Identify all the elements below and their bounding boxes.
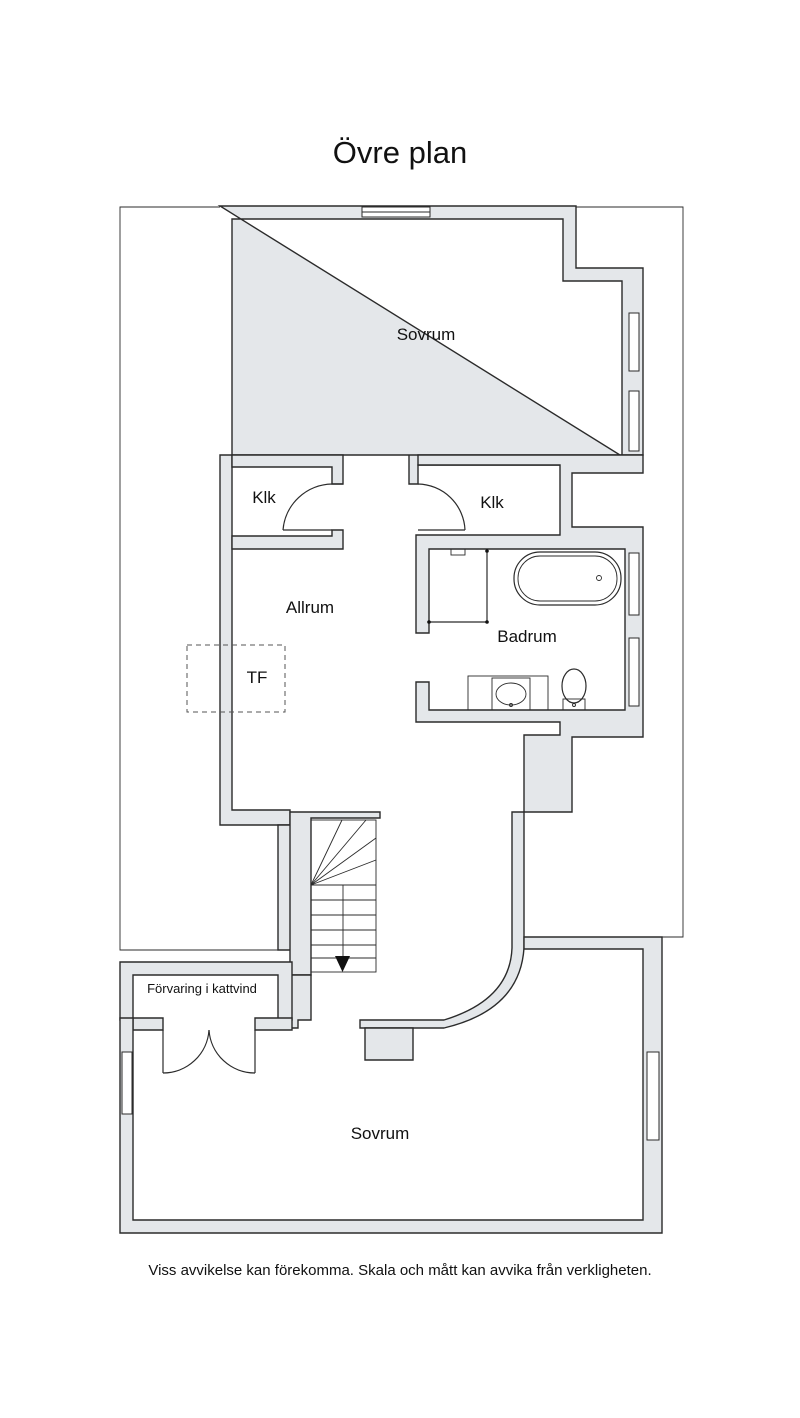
- doors: [162, 483, 466, 1074]
- room-label-tf: TF: [247, 668, 268, 687]
- stairs: [310, 819, 377, 973]
- plan-title: Övre plan: [332, 135, 468, 170]
- room-label-sovrum-bottom: Sovrum: [351, 1124, 410, 1143]
- room-label-klk-left: Klk: [252, 488, 276, 507]
- toilet-icon: [561, 668, 587, 711]
- sink-icon: [491, 677, 531, 711]
- walls: [119, 205, 663, 1234]
- bathtub-icon: [513, 551, 622, 606]
- attic-hatch-outline: [186, 644, 286, 713]
- room-label-allrum: Allrum: [286, 598, 334, 617]
- stair-arrow-icon: [335, 956, 350, 972]
- room-label-klk-right: Klk: [480, 493, 504, 512]
- disclaimer-text: Viss avvikelse kan förekomma. Skala och …: [148, 1262, 652, 1279]
- room-label-forvaring: Förvaring i kattvind: [147, 981, 257, 996]
- room-label-sovrum-top: Sovrum: [397, 325, 456, 344]
- bathroom-fixtures: [427, 548, 622, 711]
- room-label-badrum: Badrum: [497, 627, 557, 646]
- windows: [121, 206, 660, 1141]
